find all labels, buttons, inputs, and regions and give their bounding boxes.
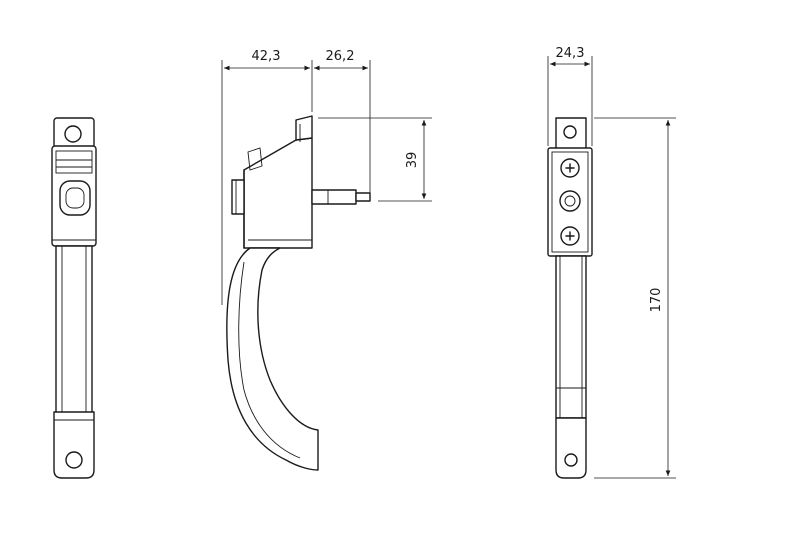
dim-spindle-height: 39 bbox=[405, 152, 420, 169]
front-view bbox=[51, 117, 97, 479]
side-view bbox=[226, 115, 371, 471]
dim-side-depth-right: 26,2 bbox=[326, 49, 355, 64]
dimensions: 42,3 26,2 39 24,3 170 bbox=[221, 46, 676, 479]
screw-bottom-icon bbox=[560, 226, 580, 246]
dim-back-width: 24,3 bbox=[556, 46, 585, 61]
back-view bbox=[547, 117, 593, 479]
dim-side-depth-left: 42,3 bbox=[252, 49, 281, 64]
spindle-hole-icon bbox=[559, 190, 581, 212]
screw-top-icon bbox=[560, 158, 580, 178]
dim-overall-height: 170 bbox=[649, 288, 664, 313]
